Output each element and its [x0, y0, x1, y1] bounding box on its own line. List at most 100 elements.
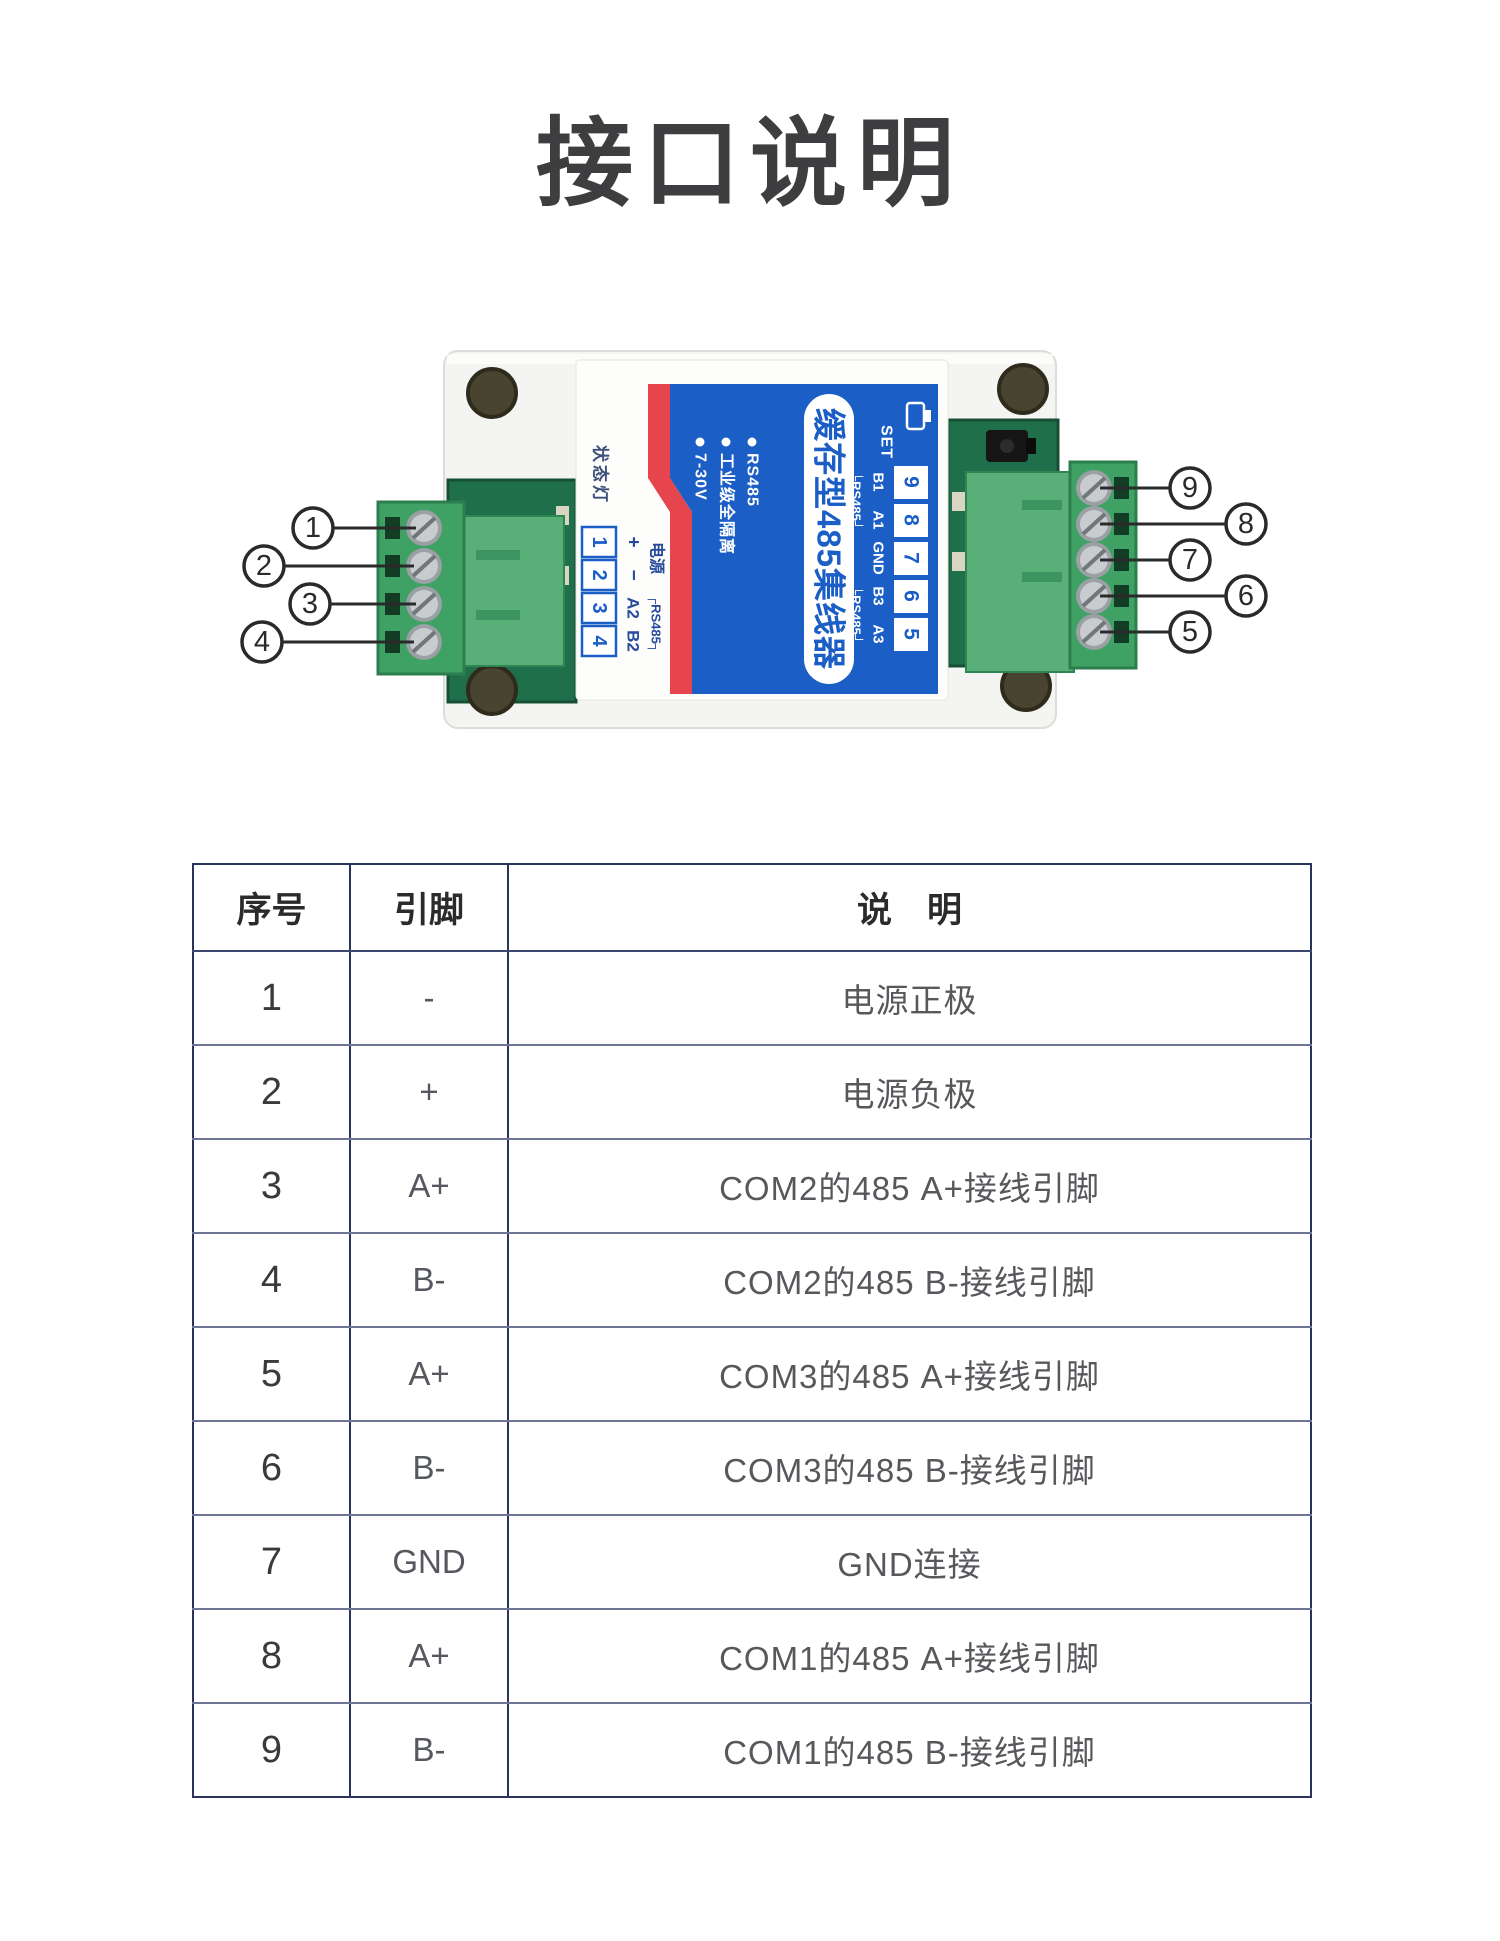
feature-list: RS485 工业级全隔离 7-30V — [692, 437, 761, 555]
pin-box-number: 8 — [900, 514, 923, 526]
pin-box-number: 6 — [900, 590, 923, 602]
feature-item: 工业级全隔离 — [718, 453, 737, 555]
cell-no: 8 — [192, 1608, 351, 1704]
power-group-label: 电源 — [648, 542, 667, 574]
cell-pin: GND — [349, 1514, 509, 1610]
table-row: 3 A+ COM2的485 A+接线引脚 — [192, 1138, 1312, 1234]
bullet-icon — [695, 437, 705, 447]
set-label: SET — [878, 425, 895, 459]
corner-screw — [466, 367, 518, 419]
right-port-pinout: 9 8 7 6 5 B1 A1 GND B3 A3 └RS485┘ └RS485… — [849, 466, 928, 651]
pin-box-number: 3 — [588, 602, 610, 613]
table-row: 7 GND GND连接 — [192, 1514, 1312, 1610]
terminal-screw — [406, 624, 442, 660]
pin-label: A1 — [870, 510, 887, 529]
label-red-stripe — [648, 384, 692, 694]
left-socket — [459, 515, 565, 667]
pin-label: B3 — [870, 586, 887, 605]
terminal-screw — [1076, 470, 1112, 506]
pin-box-number: 7 — [900, 552, 923, 564]
pin-box-number: 5 — [900, 628, 923, 640]
cell-no: 1 — [192, 950, 351, 1046]
svg-text:3: 3 — [302, 588, 318, 620]
pin-label: − — [623, 569, 644, 580]
pin-label: B2 — [624, 630, 643, 652]
left-terminal-screws — [406, 510, 442, 660]
svg-text:8: 8 — [1238, 508, 1254, 540]
pin-label: A2 — [624, 597, 643, 619]
product-name: 缓存型485集线器 — [811, 408, 848, 670]
device-figure: 状态灯 1 2 3 4 + − A2 B2 电源 ┌RS485┐ 缓存型485集… — [0, 250, 1500, 810]
set-push-button — [986, 430, 1036, 462]
corner-screw — [997, 363, 1049, 415]
cell-no: 7 — [192, 1514, 351, 1610]
right-terminal-screws — [1076, 470, 1112, 650]
table-row: 2 + 电源负极 — [192, 1044, 1312, 1140]
pin-box-number: 1 — [588, 536, 610, 547]
table-row: 6 B- COM3的485 B-接线引脚 — [192, 1420, 1312, 1516]
callout-3: 3 — [288, 582, 332, 626]
cell-desc: COM1的485 B-接线引脚 — [507, 1702, 1312, 1798]
terminal-screw — [406, 548, 442, 584]
enclosure-highlight — [447, 354, 1053, 364]
terminal-screw — [406, 586, 442, 622]
callout-8: 8 — [1224, 502, 1268, 546]
left-terminal-block — [376, 500, 565, 676]
header-no: 序号 — [192, 863, 351, 952]
svg-text:6: 6 — [1238, 580, 1254, 612]
svg-text:9: 9 — [1182, 472, 1198, 504]
cell-pin: A+ — [349, 1326, 509, 1422]
callout-6: 6 — [1224, 574, 1268, 618]
cell-pin: B- — [349, 1702, 509, 1798]
pin-box-number: 2 — [588, 569, 610, 580]
device-diagram: 状态灯 1 2 3 4 + − A2 B2 电源 ┌RS485┐ 缓存型485集… — [240, 350, 1268, 729]
svg-text:2: 2 — [256, 550, 272, 582]
table-header-row: 序号 引脚 说 明 — [192, 863, 1312, 952]
cell-no: 3 — [192, 1138, 351, 1234]
cell-pin: A+ — [349, 1608, 509, 1704]
cell-no: 6 — [192, 1420, 351, 1516]
cell-desc: 电源负极 — [507, 1044, 1312, 1140]
callout-1: 1 — [291, 506, 335, 550]
table-row: 8 A+ COM1的485 A+接线引脚 — [192, 1608, 1312, 1704]
corner-screw — [466, 664, 518, 716]
terminal-screw — [1076, 506, 1112, 542]
callout-lines — [282, 486, 1226, 644]
cell-no: 4 — [192, 1232, 351, 1328]
header-pin: 引脚 — [349, 863, 509, 952]
feature-item: RS485 — [744, 453, 761, 507]
pin-label: A3 — [870, 624, 887, 643]
smd-led — [952, 492, 965, 511]
cell-desc: GND连接 — [507, 1514, 1312, 1610]
right-terminal-block — [965, 460, 1138, 673]
product-name-pill — [804, 394, 854, 684]
status-light-label: 状态灯 — [591, 445, 611, 505]
rs485-bracket-label: └RS485┘ — [849, 586, 864, 644]
set-group: SET — [878, 401, 931, 459]
cell-desc: COM2的485 A+接线引脚 — [507, 1138, 1312, 1234]
cell-pin: B- — [349, 1232, 509, 1328]
bullet-icon — [747, 437, 757, 447]
cell-pin: - — [349, 950, 509, 1046]
pin-box-number: 9 — [900, 476, 923, 488]
callout-9: 9 — [1168, 466, 1212, 510]
cell-desc: 电源正极 — [507, 950, 1312, 1046]
pin-label: B1 — [870, 472, 887, 491]
cell-desc: COM3的485 A+接线引脚 — [507, 1326, 1312, 1422]
rs485-bracket-label: ┌RS485┐ — [647, 595, 664, 653]
pin-label: + — [623, 536, 644, 547]
callout-4: 4 — [240, 620, 284, 664]
pin-box-number: 4 — [588, 635, 610, 647]
table-row: 5 A+ COM3的485 A+接线引脚 — [192, 1326, 1312, 1422]
svg-text:5: 5 — [1182, 616, 1198, 648]
terminal-screw — [1076, 578, 1112, 614]
svg-text:4: 4 — [254, 626, 270, 658]
svg-text:1: 1 — [305, 512, 321, 544]
callouts: 1 2 3 4 9 8 7 6 5 — [240, 466, 1268, 664]
bullet-icon — [721, 437, 731, 447]
cell-desc: COM1的485 A+接线引脚 — [507, 1608, 1312, 1704]
table-row: 4 B- COM2的485 B-接线引脚 — [192, 1232, 1312, 1328]
smd-led — [952, 552, 965, 571]
rs485-bracket-label: └RS485┘ — [849, 472, 864, 530]
cell-desc: COM2的485 B-接线引脚 — [507, 1232, 1312, 1328]
